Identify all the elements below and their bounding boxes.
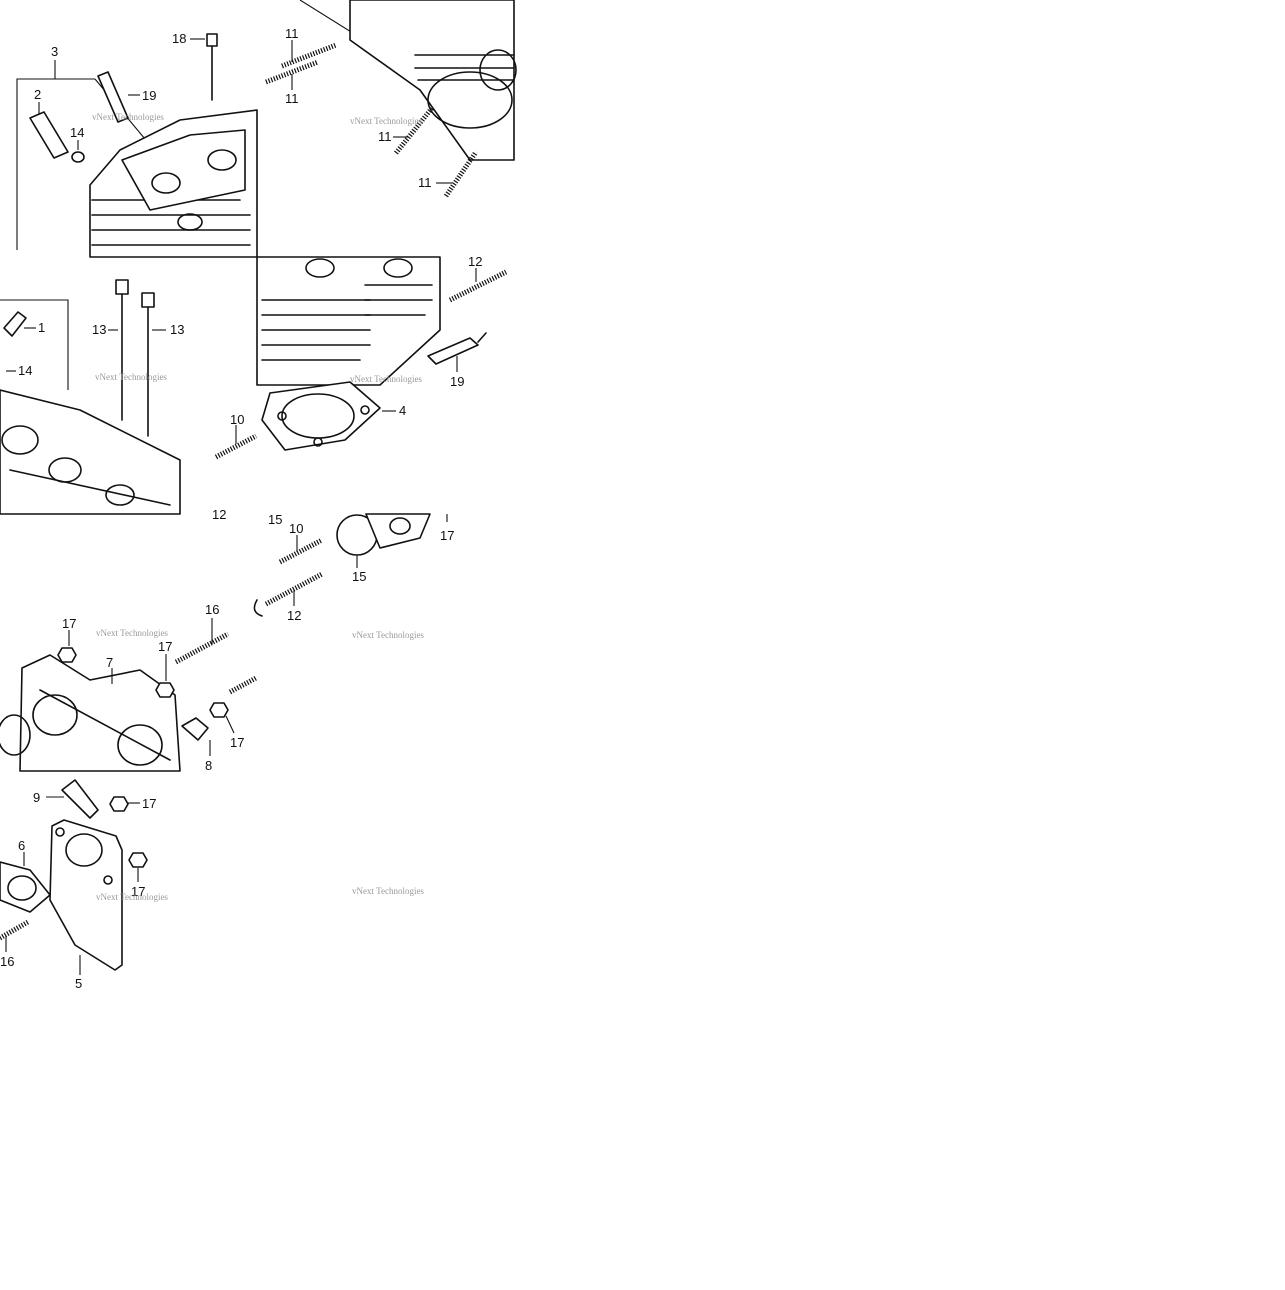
tile-blank: vNext Technologies bbox=[352, 886, 424, 896]
callout-label: 12 bbox=[287, 608, 301, 623]
callout-label: 12 bbox=[212, 507, 226, 522]
tile-cylinder-head-top: 3 18 2 19 14 vNext Technologies bbox=[16, 31, 258, 258]
tile-studs-oring: 15 10 17 15 12 vNext Technologies bbox=[253, 512, 454, 640]
callout-label: 13 bbox=[170, 322, 184, 337]
watermark: vNext Technologies bbox=[95, 372, 167, 382]
callout-label: 8 bbox=[205, 758, 212, 773]
watermark: vNext Technologies bbox=[350, 374, 422, 384]
watermark: vNext Technologies bbox=[96, 628, 168, 638]
callout-label: 3 bbox=[51, 44, 58, 59]
callout-label: 19 bbox=[450, 374, 464, 389]
callout-label: 7 bbox=[106, 655, 113, 670]
tile-cylinder-studs: 11 11 11 11 vNext Technologies bbox=[265, 0, 517, 198]
callout-label: 17 bbox=[62, 616, 76, 631]
callout-label: 17 bbox=[158, 639, 172, 654]
callout-label: 15 bbox=[268, 512, 282, 527]
callout-label: 10 bbox=[289, 521, 303, 536]
watermark: vNext Technologies bbox=[352, 630, 424, 640]
callout-label: 17 bbox=[131, 884, 145, 899]
callout-label: 17 bbox=[142, 796, 156, 811]
callout-label: 1 bbox=[38, 320, 45, 335]
callout-label: 15 bbox=[352, 569, 366, 584]
callout-label: 2 bbox=[34, 87, 41, 102]
callout-label: 18 bbox=[172, 31, 186, 46]
watermark: vNext Technologies bbox=[352, 886, 424, 896]
callout-label: 11 bbox=[285, 26, 299, 41]
callout-label: 5 bbox=[75, 976, 82, 991]
watermark: vNext Technologies bbox=[92, 112, 164, 122]
watermark: vNext Technologies bbox=[96, 892, 168, 902]
callout-label: 11 bbox=[285, 91, 299, 106]
callout-label: 6 bbox=[18, 838, 25, 853]
callout-label: 19 bbox=[142, 88, 156, 103]
callout-label: 12 bbox=[468, 254, 482, 269]
watermark: vNext Technologies bbox=[350, 116, 422, 126]
tile-insulator-gasket: 9 17 6 17 16 5 vNext Technologies bbox=[0, 779, 168, 991]
tile-cylinder-gasket: 12 19 4 vNext Technologies bbox=[256, 254, 508, 451]
tile-head-bolts: 1 13 13 14 10 12 vNext Technologies bbox=[0, 279, 258, 522]
callout-label: 4 bbox=[399, 403, 406, 418]
callout-label: 17 bbox=[440, 528, 454, 543]
tile-intake-manifold: 16 17 17 7 17 8 vNext Technologies bbox=[0, 602, 258, 773]
callout-label: 10 bbox=[230, 412, 244, 427]
callout-label: 14 bbox=[18, 363, 32, 378]
callout-label: 17 bbox=[230, 735, 244, 750]
callout-label: 9 bbox=[33, 790, 40, 805]
callout-label: 11 bbox=[378, 129, 392, 144]
callout-label: 14 bbox=[70, 125, 84, 140]
callout-label: 16 bbox=[205, 602, 219, 617]
callout-label: 11 bbox=[418, 175, 432, 190]
callout-label: 13 bbox=[92, 322, 106, 337]
callout-label: 16 bbox=[0, 954, 14, 969]
